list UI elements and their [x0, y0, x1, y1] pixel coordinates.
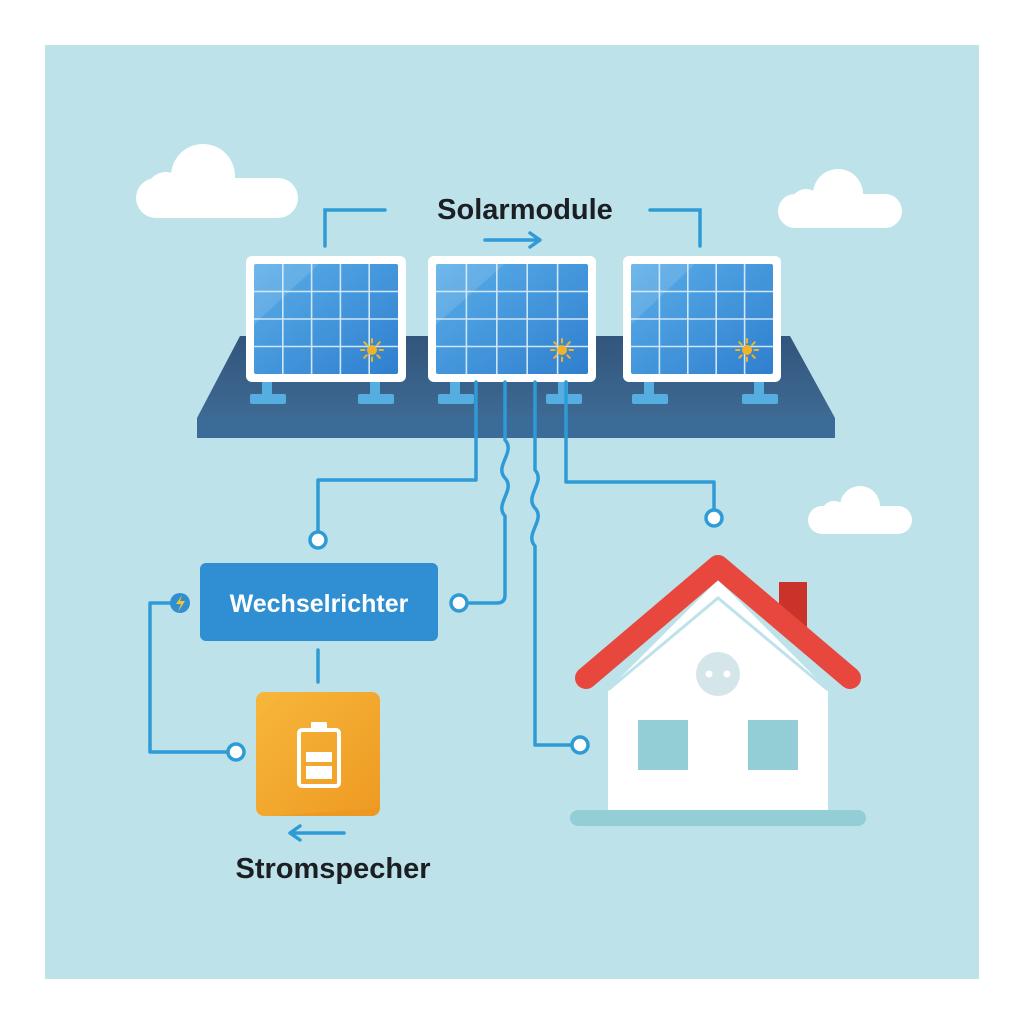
cloud-icon [808, 486, 912, 534]
solar-panel [623, 256, 781, 382]
sun-icon [735, 338, 759, 362]
inverter-box: Wechselrichter [200, 563, 438, 641]
storage-label: Stromspecher [235, 853, 430, 885]
solar-modules-label: Solarmodule [437, 194, 613, 226]
panel-mounts [250, 378, 778, 404]
solar-panels [246, 256, 781, 382]
cloud-icon [778, 169, 902, 228]
arrow-icon [483, 231, 542, 249]
solar-panel [428, 256, 596, 382]
power-outlet-icon [696, 652, 740, 696]
connector-nodes [226, 508, 724, 762]
sun-icon [360, 338, 384, 362]
house-window [748, 720, 798, 770]
cloud-icon [136, 144, 298, 218]
arrow-icon [288, 824, 346, 842]
house-window [638, 720, 688, 770]
wires [148, 380, 716, 754]
label-connector-lines [323, 208, 702, 248]
battery-icon [297, 722, 341, 788]
solar-panel [246, 256, 406, 382]
sun-icon [550, 338, 574, 362]
lightning-bolt-icon [170, 593, 190, 613]
inverter-label: Wechselrichter [230, 590, 409, 618]
